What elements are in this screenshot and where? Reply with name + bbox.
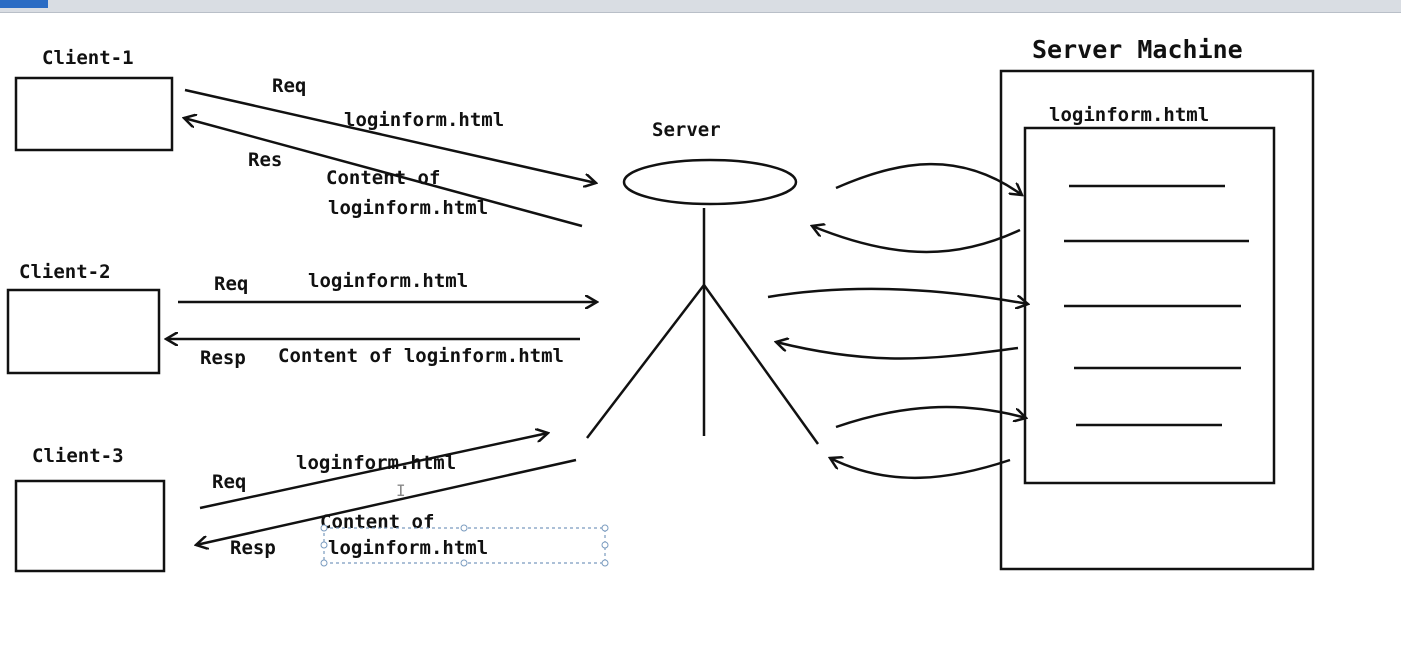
client-3-res-label: Resp xyxy=(230,537,276,559)
client-3-res-content-line1: Content of xyxy=(320,511,434,533)
client-3-req-label: Req xyxy=(212,471,246,493)
client-2-res-content: Content of loginform.html xyxy=(278,345,564,367)
client-1-req-file: loginform.html xyxy=(344,109,504,131)
client-2-res-label: Resp xyxy=(200,347,246,369)
client-2-req-label: Req xyxy=(214,273,248,295)
server-head xyxy=(622,158,798,206)
client-3-request-arrow xyxy=(199,433,548,510)
client-1-request-arrow xyxy=(184,88,596,183)
client-1-response-arrow xyxy=(184,118,583,228)
client-1-req-label: Req xyxy=(272,75,306,97)
client-3-req-file: loginform.html xyxy=(296,452,456,474)
server-machine-file-label: loginform.html xyxy=(1049,104,1209,126)
server-machine-box xyxy=(999,69,1315,571)
server-label: Server xyxy=(652,119,721,141)
client-2-req-file: loginform.html xyxy=(308,270,468,292)
server-left-arm xyxy=(586,284,705,439)
toolbar-ribbon xyxy=(0,0,1401,13)
client-1-box xyxy=(14,76,174,152)
server-right-arm xyxy=(702,284,820,445)
client-1-res-content-line1: Content of xyxy=(326,167,440,189)
client-3-title: Client-3 xyxy=(32,445,124,467)
client-3-box xyxy=(14,479,166,573)
selection-handles[interactable] xyxy=(320,524,609,567)
text-cursor-icon: I xyxy=(396,481,406,500)
client-1-title: Client-1 xyxy=(42,47,134,69)
server-to-file-arrow-2 xyxy=(767,287,1028,304)
client-2-title: Client-2 xyxy=(19,261,111,283)
server-to-file-arrow-1 xyxy=(835,162,1022,195)
client-3-response-arrow xyxy=(196,458,577,545)
file-to-server-arrow-1 xyxy=(812,226,1021,254)
client-1-res-content-line2: loginform.html xyxy=(328,197,488,219)
file-to-server-arrow-2 xyxy=(776,342,1019,360)
loginform-document xyxy=(1023,126,1276,485)
file-to-server-arrow-3 xyxy=(830,458,1011,479)
client-2-box xyxy=(6,288,161,375)
server-to-file-arrow-3 xyxy=(835,405,1026,429)
server-machine-title: Server Machine xyxy=(1032,35,1243,64)
client-3-res-content-line2: loginform.html xyxy=(328,537,488,559)
ribbon-tab-file[interactable] xyxy=(0,0,48,8)
client-1-res-label: Res xyxy=(248,149,282,171)
